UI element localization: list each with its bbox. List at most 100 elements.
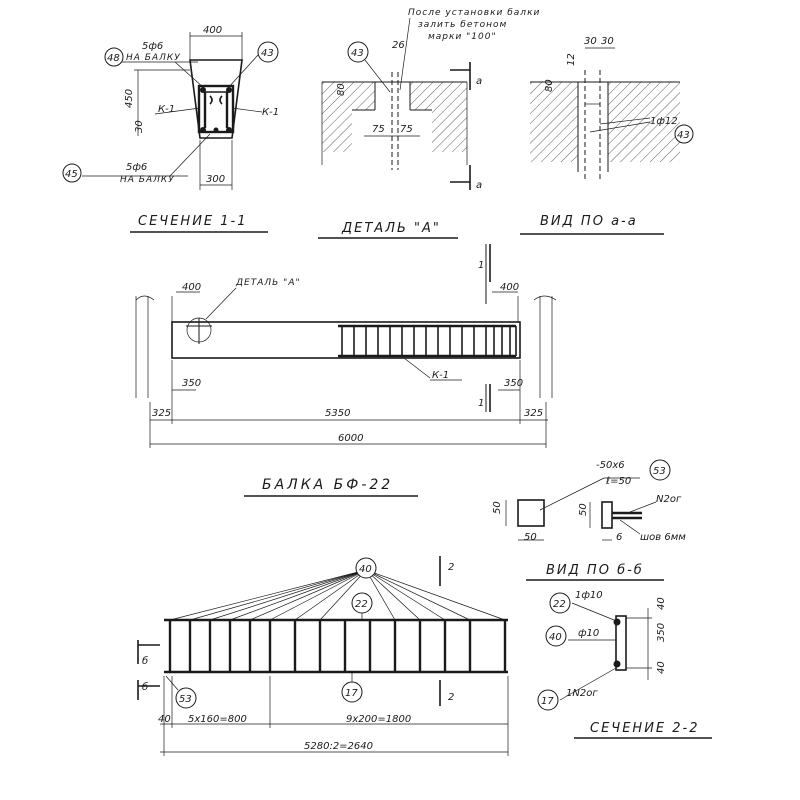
- dim-left-30: 30: [584, 36, 597, 47]
- view-a-a: 30 30 80 12 1ф12 43 ВИД ПО а-а: [520, 36, 694, 235]
- plate-dim-bottom: 50: [524, 532, 537, 543]
- dim-bottom-width: 300: [206, 174, 225, 185]
- frame-pos-plate: 53: [179, 694, 192, 705]
- plate-pos: 53: [653, 466, 666, 477]
- plate-detail: 50 50 -50х6 ℓ=50 53 50 6 N2ог шов 6мм ВИ…: [492, 459, 686, 581]
- pos-17-2-2: 17: [541, 696, 554, 707]
- weld-note: шов 6мм: [640, 532, 686, 543]
- detail-a-marker: [186, 317, 212, 343]
- pos-43-circle-view: [674, 124, 694, 144]
- section-1-1: 400 5ф6 НА БАЛКУ 48 43 450 30 К-1 К-1 45…: [62, 25, 279, 233]
- plate-spec-2: ℓ=50: [606, 476, 631, 487]
- bar-top-2-2: 1ф10: [575, 590, 603, 601]
- bottom-bar-note: НА БАЛКУ: [120, 175, 175, 185]
- plate-spec-1: -50х6: [596, 460, 625, 471]
- plate-front: [517, 499, 545, 527]
- dim-depth: 80: [336, 83, 347, 96]
- pos-43-view: 43: [677, 130, 690, 141]
- pos-43-detail: 43: [351, 48, 364, 59]
- section-2-2-body: [615, 615, 627, 671]
- leader-fan: [169, 569, 506, 621]
- top-bar-note: НА БАЛКУ: [126, 53, 181, 63]
- dim-2-2-mid: 350: [656, 623, 667, 642]
- pos-45: 45: [65, 169, 78, 180]
- frame-label-right: К-1: [262, 107, 279, 118]
- pos-40-circle-2-2: [545, 625, 567, 647]
- dim-325-right: 325: [524, 408, 543, 419]
- title-section-2-2: СЕЧЕНИЕ 2-2: [590, 721, 700, 736]
- beam-cross-section: [189, 59, 243, 139]
- detail-ref: ДЕТАЛЬ "А": [235, 278, 301, 288]
- title-view-a-a: ВИД ПО а-а: [540, 214, 638, 229]
- dim-left-part: 5х160=800: [188, 714, 247, 725]
- plate-side: [601, 501, 613, 529]
- section-mark-1-bottom: 1: [478, 398, 484, 409]
- bottom-bar-label: 5ф6: [126, 162, 147, 173]
- frame-k1: 40 22 17 53 б б 2 2 40 5х160=800 9х200=1…: [137, 556, 509, 756]
- dim-frame-total: 5280:2=2640: [304, 741, 373, 752]
- pos-53-circle-frame: [175, 687, 197, 709]
- title-detail-a: ДЕТАЛЬ "А": [341, 221, 441, 236]
- frame-pos-top: 40: [359, 564, 372, 575]
- weld-label: N2ог: [656, 494, 682, 505]
- note-line-3: марки "100": [428, 32, 497, 42]
- note-line-2: залить бетоном: [418, 20, 507, 30]
- bar-label-a: 1ф12: [650, 116, 678, 127]
- dim-top-width: 400: [203, 25, 222, 36]
- title-beam: БАЛКА БФ-22: [262, 477, 393, 493]
- title-view-b-b: ВИД ПО б-б: [546, 563, 644, 578]
- frame-label-left: К-1: [158, 104, 175, 115]
- top-bar-label: 5ф6: [142, 41, 163, 52]
- pos-22-circle-2-2: [549, 592, 571, 614]
- dim-400-left: 400: [182, 282, 201, 293]
- dim-small: 12: [566, 53, 577, 66]
- mark-b-bottom: б: [142, 681, 148, 693]
- dim-400-right: 400: [500, 282, 519, 293]
- pos-17-circle-2-2: [537, 689, 559, 711]
- plate-dim-side: 50: [492, 501, 503, 514]
- dim-325-left: 325: [152, 408, 171, 419]
- arrow-a-bottom: а: [476, 180, 482, 191]
- pos-40-2-2: 40: [549, 632, 562, 643]
- plate-dim-side-2: 50: [578, 503, 589, 516]
- bar-stirrup-2-2: ф10: [578, 628, 599, 639]
- pos-43-circle: [257, 41, 279, 63]
- dim-span: 5350: [325, 408, 350, 419]
- frame-pos-bottom: 17: [345, 688, 358, 699]
- beam-body: [171, 321, 521, 359]
- beam-stirrups: [341, 326, 517, 356]
- bar-bottom-2-2: 1N2ог: [566, 688, 598, 699]
- pos-40-circle: [355, 557, 377, 579]
- mark-b-top: б: [142, 655, 148, 667]
- mark-2-top: 2: [448, 562, 454, 573]
- arrow-a-top: а: [476, 76, 482, 87]
- dim-height: 450: [124, 89, 135, 108]
- frame-k1-label: К-1: [432, 370, 449, 381]
- dim-350-left: 350: [182, 378, 201, 389]
- dim-total: 6000: [338, 433, 363, 444]
- detail-a: 43 26 80 75 75 После установки балки зал…: [318, 8, 540, 239]
- dim-cover: 30: [134, 120, 145, 133]
- section-mark-1-top: 1: [478, 260, 484, 271]
- pos-45-circle: [62, 163, 82, 183]
- pos-43: 43: [261, 48, 274, 59]
- mark-2-bottom: 2: [448, 692, 454, 703]
- note-line-1: После установки балки: [408, 8, 540, 18]
- beam-elevation: ДЕТАЛЬ "А" 400 400 1 1 К-1 350 350 325 5…: [135, 244, 557, 497]
- title-section-1-1: СЕЧЕНИЕ 1-1: [138, 214, 248, 229]
- dim-top: 26: [392, 40, 405, 51]
- pos-48: 48: [107, 53, 120, 64]
- dim-depth-a: 80: [544, 79, 555, 92]
- dim-right: 75: [400, 124, 413, 135]
- dim-2-2-bottom: 40: [656, 661, 667, 674]
- dim-right-30: 30: [601, 36, 614, 47]
- dim-left: 75: [372, 124, 385, 135]
- section-2-2: 40 350 40 22 1ф10 40 ф10 17 1N2ог СЕЧЕНИ…: [537, 590, 712, 739]
- pos-48-circle: [104, 47, 124, 67]
- dim-end: 40: [158, 714, 171, 725]
- dim-right-part: 9х200=1800: [346, 714, 411, 725]
- frame-pos-mid: 22: [355, 599, 368, 610]
- dim-2-2-top: 40: [656, 597, 667, 610]
- pos-53-circle-plate: [649, 459, 671, 481]
